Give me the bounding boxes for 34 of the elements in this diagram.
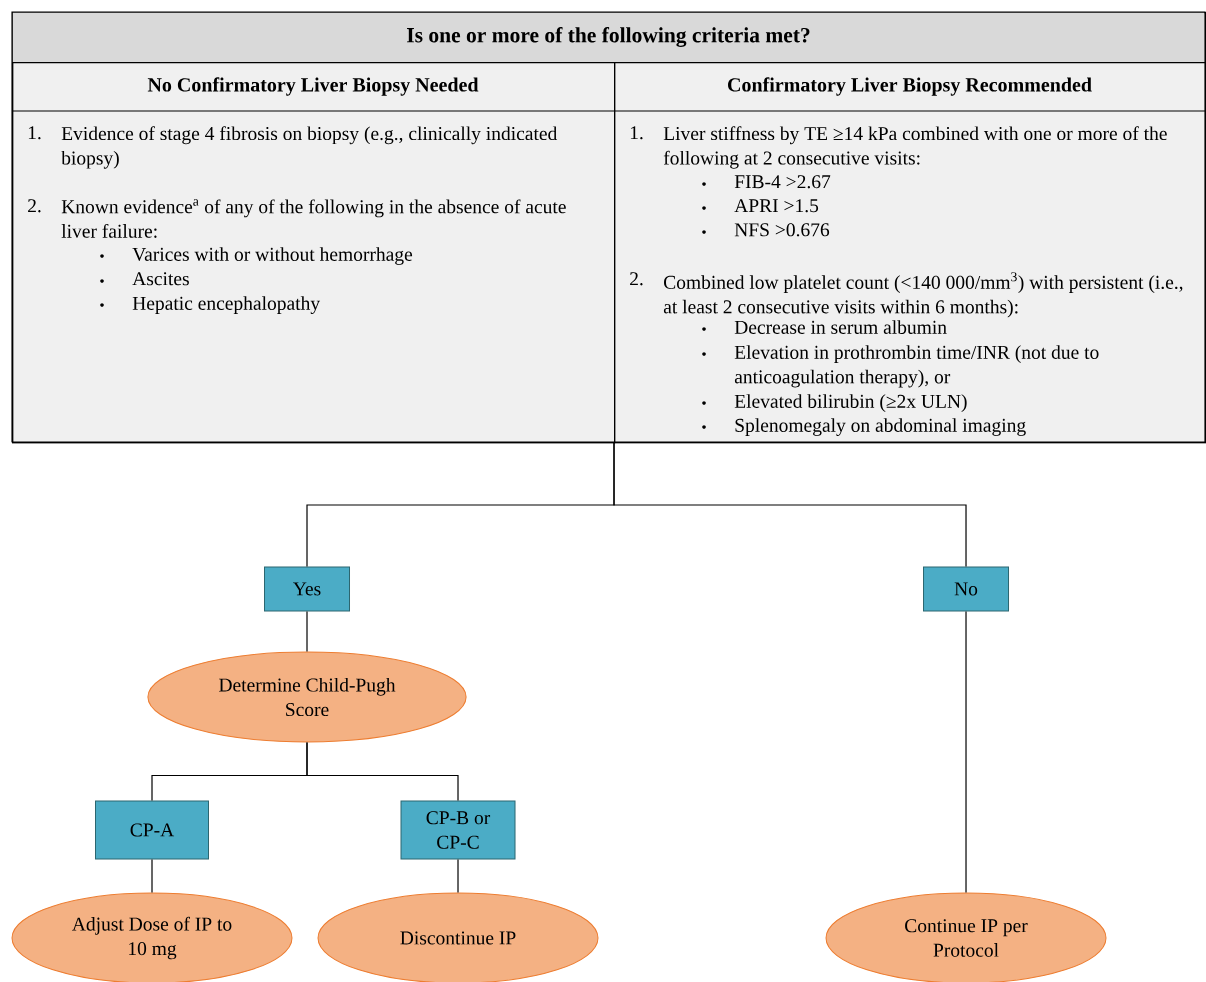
bullet-text: Splenomegaly on abdominal imaging — [735, 418, 1026, 436]
bullet-text: Ascites — [132, 272, 189, 286]
criteria-table — [11, 11, 1206, 444]
criterion-text: Evidence of stage 4 fibrosis on biopsy (e.g., clinically indicated biopsy) — [61, 126, 558, 169]
connector-line — [306, 610, 308, 653]
list-number: 2. — [630, 272, 643, 286]
list-number: 2. — [28, 199, 41, 213]
list-number: 1. — [28, 126, 41, 140]
criterion-text: Combined low platelet count (<140 000/mm$^{3}$) with persistent (i.e., at least 2 consecutive visits within 6 months): — [663, 272, 1183, 318]
list-number: 1. — [630, 126, 643, 140]
table-title: Is one or more of the following criteria met? — [407, 27, 810, 47]
decision-box: Yes — [264, 566, 350, 612]
bullet-text: Elevated bilirubin (≥2x ULN) — [734, 394, 967, 412]
connector-line — [151, 858, 153, 894]
decision-box: No — [923, 566, 1009, 612]
criterion-text: Liver stiffness by TE ≥14 kPa combined with one or more of the following at 2 consecutive visits: — [663, 126, 1167, 169]
decision-box: CP-B or CP-C — [400, 800, 516, 860]
bullet-text: NFS >0.676 — [734, 223, 830, 237]
bullet-text: Varices with or without hemorrhage — [132, 247, 413, 265]
decision-box: CP-A — [95, 800, 209, 860]
bullet-text: FIB-4 >2.67 — [734, 175, 831, 189]
bullet-text: Hepatic encephalopathy — [132, 296, 321, 314]
connector-line — [306, 741, 459, 802]
column-heading: No Confirmatory Liver Biopsy Needed — [147, 77, 479, 96]
criterion-text: Known evidence$^{a}$ of any of the following in the absence of acute liver failure: — [61, 199, 566, 238]
connector-line — [613, 441, 967, 568]
criteria-column — [613, 62, 1206, 444]
connector-line — [457, 858, 459, 894]
bullet-text: Decrease in serum albumin — [734, 320, 947, 334]
bullet-text: APRI >1.5 — [734, 199, 819, 213]
connector-line — [965, 610, 967, 894]
bullet-text: Elevation in prothrombin time/INR (not due to anticoagulation therapy), or — [734, 345, 1099, 388]
column-heading: Confirmatory Liver Biopsy Recommended — [728, 77, 1092, 96]
criteria-column — [11, 62, 616, 444]
